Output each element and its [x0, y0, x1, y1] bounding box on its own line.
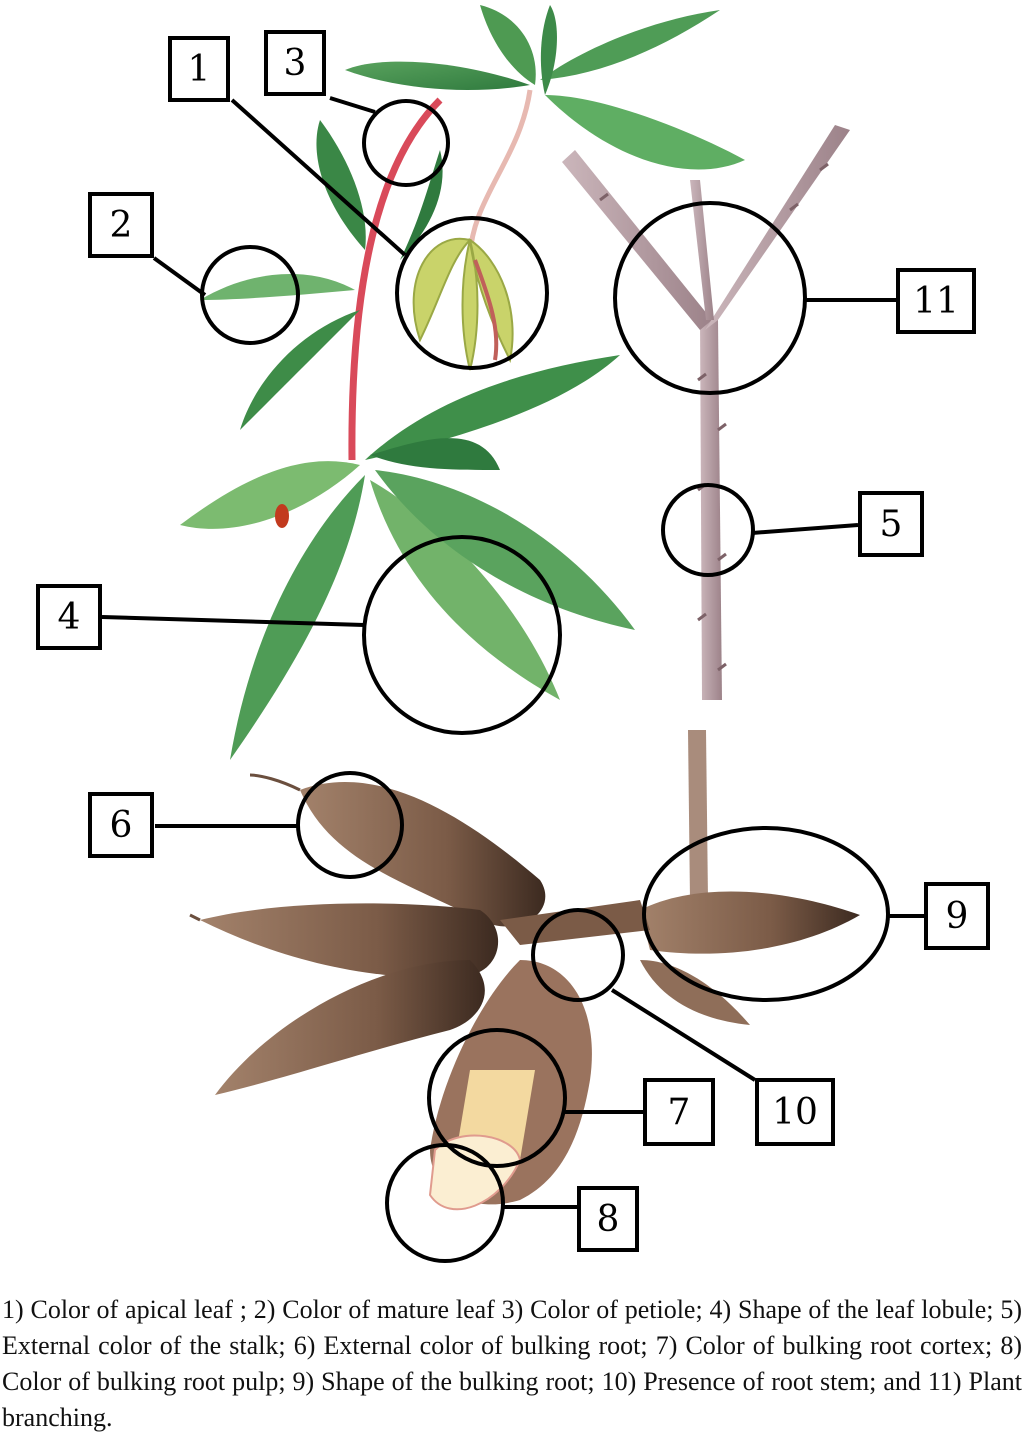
root-2 [200, 903, 499, 978]
label-3: 3 [264, 30, 326, 96]
root-tip-2 [189, 913, 201, 922]
leaf-whorl-4 [370, 480, 560, 700]
leaf-top-1 [345, 61, 530, 90]
root-stem [688, 730, 708, 900]
petiole-red [348, 97, 443, 461]
leaf-top-2 [480, 5, 536, 85]
leaf-left-1 [316, 120, 366, 250]
leaf-whorl-5 [375, 470, 635, 630]
leaf-whorl-1 [365, 355, 620, 460]
cassava-diagram: 1 3 2 4 5 11 6 9 10 7 8 [36, 5, 990, 1263]
label-6: 6 [88, 792, 154, 858]
label-9: 9 [924, 882, 990, 950]
leaf-whorl-2 [180, 461, 360, 529]
apical-leaf [412, 237, 514, 371]
circle-5 [661, 483, 755, 577]
stem-main [700, 320, 722, 700]
leader-lines [101, 96, 924, 1209]
root-4 [640, 891, 860, 954]
leader-10 [610, 988, 757, 1082]
leaf-right-1 [400, 150, 443, 260]
circle-10 [531, 908, 625, 1002]
circle-8 [385, 1143, 505, 1263]
circle-7 [427, 1028, 567, 1168]
leaf-whorl-3 [230, 475, 365, 760]
root-tip-1 [249, 773, 301, 792]
root-5 [640, 960, 750, 1025]
leader-3 [329, 96, 376, 114]
roots [189, 730, 860, 1211]
root-3 [215, 960, 485, 1095]
leader-2 [152, 256, 207, 297]
stem-branch-mid [690, 180, 714, 320]
callout-circles [200, 99, 890, 1263]
label-2: 2 [88, 192, 154, 258]
red-spot [275, 504, 289, 528]
label-4: 4 [36, 584, 102, 650]
leaf-top-3 [540, 10, 720, 80]
circle-1 [395, 216, 549, 370]
label-8: 8 [577, 1186, 639, 1252]
leaf-top-4 [545, 95, 745, 170]
leaf-left-2 [200, 273, 355, 300]
stem-nodes [599, 162, 829, 672]
stem-branch-right [705, 125, 850, 330]
apical-leaf-red [473, 259, 499, 361]
leaf-top-5 [540, 5, 557, 95]
cassava-illustration [101, 5, 924, 1263]
leaf-whorl-6 [370, 438, 500, 470]
leader-4 [101, 615, 365, 627]
leader-1 [230, 98, 407, 257]
figure-caption: 1) Color of apical leaf ; 2) Color of ma… [2, 1295, 1022, 1432]
petiole-pale [467, 89, 533, 261]
upper-leaves [345, 5, 745, 461]
lower-leaves [180, 355, 635, 760]
circle-4 [362, 535, 562, 735]
label-11: 11 [896, 268, 976, 334]
leaf-left-3 [240, 310, 360, 430]
label-10: 10 [755, 1078, 835, 1146]
circle-3 [362, 99, 450, 187]
leader-5 [751, 523, 859, 535]
label-1: 1 [168, 36, 230, 102]
label-5: 5 [858, 491, 924, 557]
label-7: 7 [643, 1078, 715, 1146]
root-1 [300, 782, 546, 927]
